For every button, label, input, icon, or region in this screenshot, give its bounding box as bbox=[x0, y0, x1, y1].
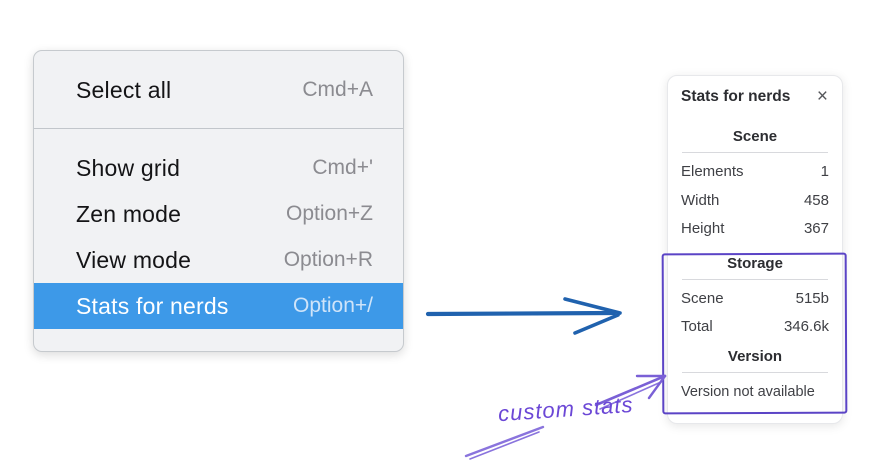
section-header: Storage bbox=[727, 254, 783, 272]
menu-item-zen-mode[interactable]: Zen mode Option+Z bbox=[34, 191, 403, 237]
close-icon[interactable]: × bbox=[816, 86, 828, 107]
stat-row-total-storage: Total 346.6k bbox=[681, 313, 829, 342]
stats-section-version: Version Version not available bbox=[681, 348, 829, 407]
stat-row-scene-storage: Scene 515b bbox=[681, 285, 829, 314]
stat-value: 1 bbox=[820, 163, 829, 180]
menu-section-top: Select all Cmd+A bbox=[34, 51, 403, 115]
annotation-label: custom stats bbox=[497, 391, 635, 427]
section-header: Scene bbox=[732, 128, 778, 145]
menu-item-shortcut: Option+/ bbox=[293, 294, 373, 317]
menu-item-label: Select all bbox=[76, 76, 172, 103]
stat-label: Total bbox=[681, 318, 713, 335]
context-menu: Select all Cmd+A Show grid Cmd+' Zen mod… bbox=[33, 50, 404, 352]
menu-item-shortcut: Cmd+' bbox=[312, 156, 373, 179]
stats-section-storage: Storage Scene 515b Total 346.6k bbox=[681, 255, 829, 342]
menu-item-stats-for-nerds[interactable]: Stats for nerds Option+/ bbox=[34, 283, 403, 329]
stat-row-width: Width 458 bbox=[681, 187, 829, 216]
stat-row-elements: Elements 1 bbox=[681, 158, 829, 187]
section-header: Version bbox=[727, 347, 783, 365]
pointer-arrow bbox=[425, 297, 622, 335]
stat-label: Elements bbox=[681, 163, 744, 180]
section-divider bbox=[682, 152, 828, 153]
menu-item-select-all[interactable]: Select all Cmd+A bbox=[34, 65, 403, 115]
stat-label: Height bbox=[681, 220, 725, 237]
stat-label: Width bbox=[681, 191, 720, 209]
version-note: Version not available bbox=[681, 383, 815, 400]
stat-value: 458 bbox=[803, 191, 829, 209]
stat-value: 367 bbox=[803, 220, 829, 237]
menu-item-label: View mode bbox=[76, 246, 192, 273]
menu-item-shortcut: Option+R bbox=[283, 248, 373, 271]
menu-item-view-mode[interactable]: View mode Option+R bbox=[34, 237, 403, 283]
menu-divider bbox=[34, 128, 403, 129]
stats-panel-header: Stats for nerds × bbox=[681, 87, 829, 106]
stats-panel: Stats for nerds × Scene Elements 1 Width… bbox=[667, 75, 843, 424]
menu-item-show-grid[interactable]: Show grid Cmd+' bbox=[34, 145, 403, 191]
section-divider bbox=[682, 371, 828, 373]
stat-label: Scene bbox=[681, 289, 724, 307]
stats-panel-title: Stats for nerds bbox=[681, 87, 791, 105]
stat-row-height: Height 367 bbox=[681, 215, 829, 244]
menu-item-label: Zen mode bbox=[76, 200, 182, 227]
menu-section-main: Show grid Cmd+' Zen mode Option+Z View m… bbox=[34, 129, 403, 329]
menu-item-shortcut: Cmd+A bbox=[302, 78, 373, 101]
menu-item-label: Stats for nerds bbox=[76, 292, 229, 319]
menu-item-shortcut: Option+Z bbox=[286, 202, 373, 225]
stat-value: 515b bbox=[795, 289, 829, 307]
stat-value: 346.6k bbox=[783, 318, 829, 335]
section-divider bbox=[682, 278, 828, 280]
menu-item-label: Show grid bbox=[76, 154, 181, 181]
stats-section-scene: Scene Elements 1 Width 458 Height 367 bbox=[681, 128, 829, 244]
